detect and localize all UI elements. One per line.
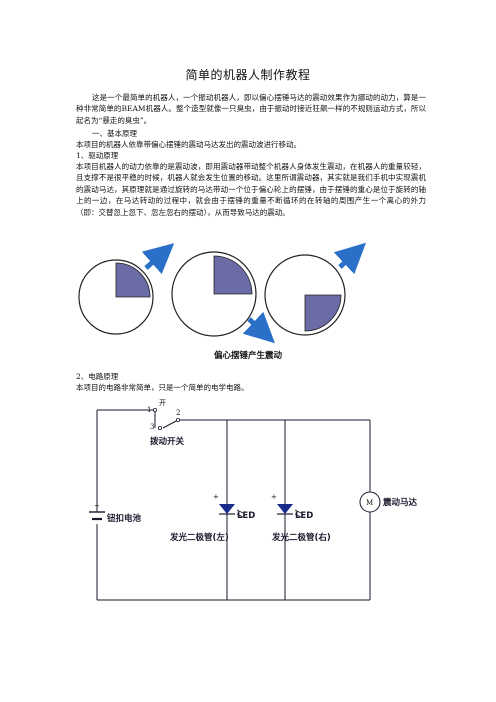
- led-left-label: 发光二极管(左): [169, 532, 229, 543]
- toggle-switch-symbol: [152, 407, 180, 430]
- rotor-middle: [171, 251, 257, 337]
- figure-caption: 偏心摆锤产生震动: [213, 351, 282, 361]
- heading-drive-principle: 1、驱动原理: [76, 151, 119, 160]
- arrow-middle-down: [242, 311, 275, 344]
- basic-principle-paragraph: 本项目的机器人依靠带偏心摆锤的震动马达发出的震动波进行移动。: [76, 140, 301, 149]
- drive-principle-paragraph: 本项目机器人的动力依靠的是震动波，即用震动器带动整个机器人身体发生震动，在机器人…: [76, 162, 426, 217]
- battery-label: 钮扣电池: [106, 513, 142, 524]
- arrow-right-up: [333, 242, 366, 275]
- motor-symbol: [359, 491, 381, 513]
- led-right-label: 发光二极管(右): [271, 532, 331, 543]
- led-left-symbol: [219, 504, 244, 518]
- heading-circuit-principle: 2、电路原理: [76, 372, 119, 381]
- motor-label: 震动马达: [382, 497, 418, 508]
- motor-m-label: M: [366, 499, 373, 507]
- led-left-plus-label: +: [213, 493, 219, 501]
- pin-2-label: 2: [176, 409, 180, 417]
- rotor-left: [78, 259, 154, 335]
- pin-3-label: 3: [150, 423, 154, 431]
- led-right-plus-label: +: [271, 493, 277, 501]
- led-right-symbol: [277, 504, 302, 518]
- document-title: 简单的机器人制作教程: [185, 68, 311, 82]
- led-right-tag: LED: [295, 511, 313, 521]
- battery-plus-label: +: [94, 502, 100, 510]
- intro-paragraph: 这是一个最简单的机器人，一个振动机器人，即以偏心摆锤马达的震动效果作为挪动的动力…: [76, 93, 426, 125]
- rotor-right: [264, 254, 346, 336]
- heading-basic-principle: 一、基本原理: [92, 129, 137, 138]
- pin-1-label: 1: [147, 406, 151, 414]
- switch-on-label: 开: [159, 399, 166, 407]
- toggle-switch-label: 拨动开关: [150, 436, 185, 447]
- led-left-tag: LED: [237, 511, 255, 521]
- battery-symbol: [89, 511, 105, 521]
- circuit-principle-paragraph: 本项目的电路非常简单，只是一个简单的电学电路。: [76, 383, 249, 392]
- arrow-left-up: [141, 243, 175, 275]
